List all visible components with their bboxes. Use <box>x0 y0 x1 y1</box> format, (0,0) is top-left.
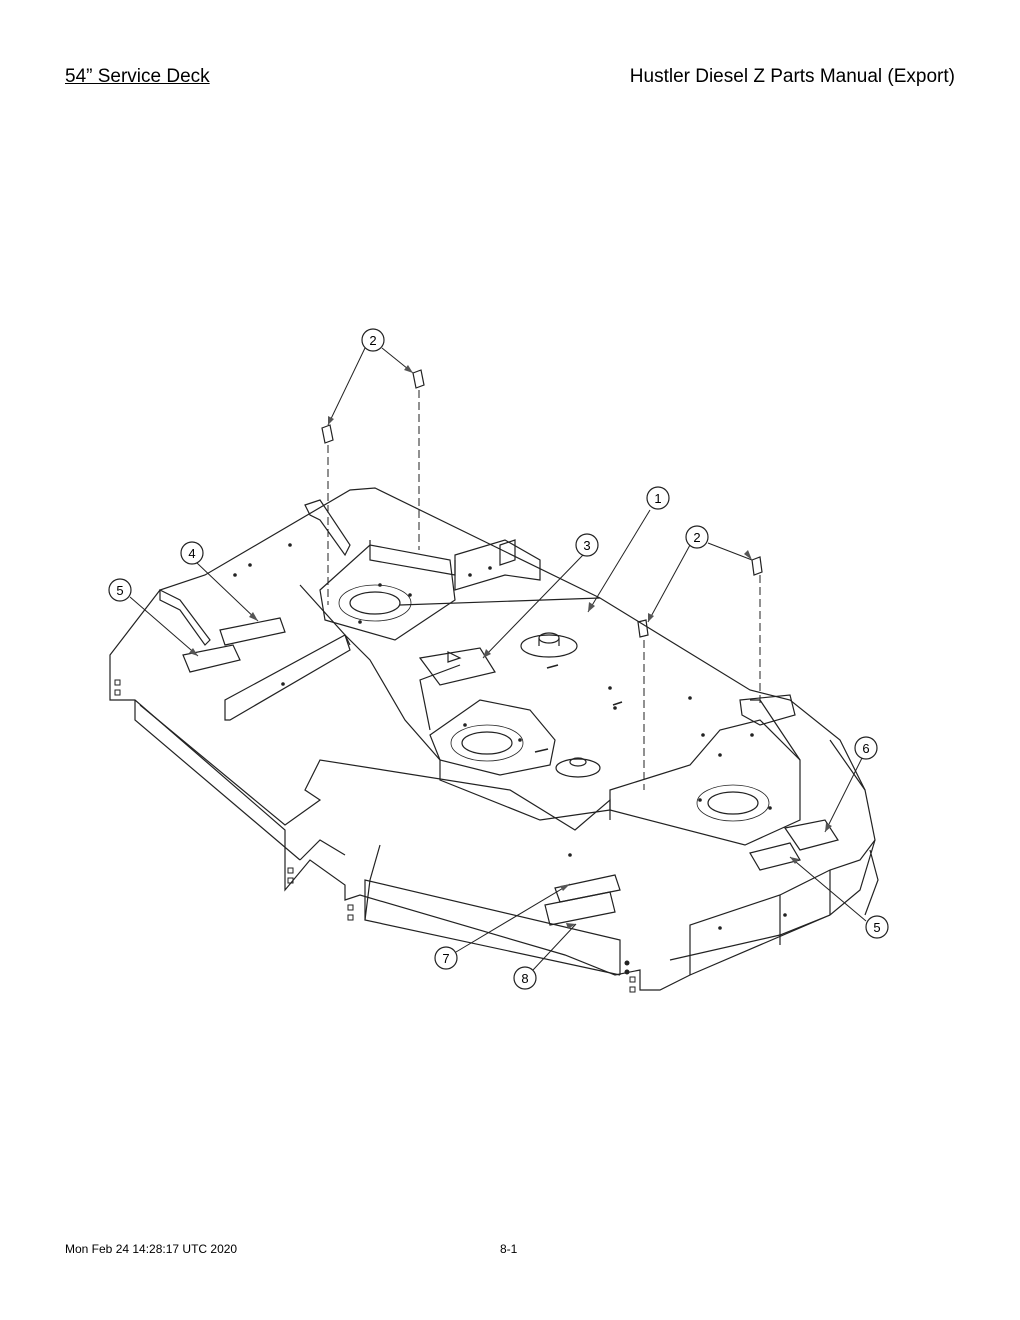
callout-5-left: 5 <box>108 578 132 602</box>
spindle-holes <box>338 584 770 822</box>
mounting-holes <box>233 543 787 975</box>
page-number: 8-1 <box>500 1242 518 1256</box>
callout-7: 7 <box>434 946 458 970</box>
callout-6: 6 <box>854 736 878 760</box>
clip-nuts <box>321 369 763 638</box>
decal-4 <box>219 617 286 646</box>
decal-3 <box>418 647 496 686</box>
callout-label: 4 <box>188 546 195 561</box>
deck-body <box>109 487 879 991</box>
callout-label: 5 <box>116 583 123 598</box>
leader-arrowheads <box>189 365 832 929</box>
pulley-bosses <box>520 632 601 778</box>
decal-5-left <box>182 644 241 673</box>
callout-2-left: 2 <box>361 328 385 352</box>
square-holes <box>114 679 636 993</box>
callout-label: 3 <box>583 538 590 553</box>
leader-lines <box>129 347 867 971</box>
callout-label: 6 <box>862 741 869 756</box>
install-lines <box>327 390 761 790</box>
callout-label: 7 <box>442 951 449 966</box>
callout-label: 1 <box>654 491 661 506</box>
section-title: 54” Service Deck <box>65 66 210 87</box>
decals <box>182 617 839 926</box>
decal-7 <box>554 874 621 903</box>
callout-label: 2 <box>369 333 376 348</box>
callout-label: 8 <box>521 971 528 986</box>
callout-1: 1 <box>646 486 670 510</box>
deck-top-features <box>159 499 801 846</box>
decal-8 <box>544 891 616 926</box>
footer-timestamp: Mon Feb 24 14:28:17 UTC 2020 <box>65 1242 238 1256</box>
decal-6 <box>783 819 839 851</box>
callout-5-right: 5 <box>865 915 889 939</box>
slots <box>534 664 623 753</box>
callout-label: 2 <box>693 530 700 545</box>
callout-4: 4 <box>180 541 204 565</box>
exploded-deck-diagram: 1 2 2 3 4 5 5 6 <box>108 328 889 993</box>
decal-3-arrow-icon <box>447 651 462 663</box>
callout-2-right: 2 <box>685 525 709 549</box>
callout-label: 5 <box>873 920 880 935</box>
manual-title: Hustler Diesel Z Parts Manual (Export) <box>629 66 955 87</box>
callout-balloons: 1 2 2 3 4 5 5 6 <box>108 328 889 990</box>
decal-5-right <box>749 842 801 871</box>
callout-8: 8 <box>513 966 537 990</box>
callout-3: 3 <box>575 533 599 557</box>
